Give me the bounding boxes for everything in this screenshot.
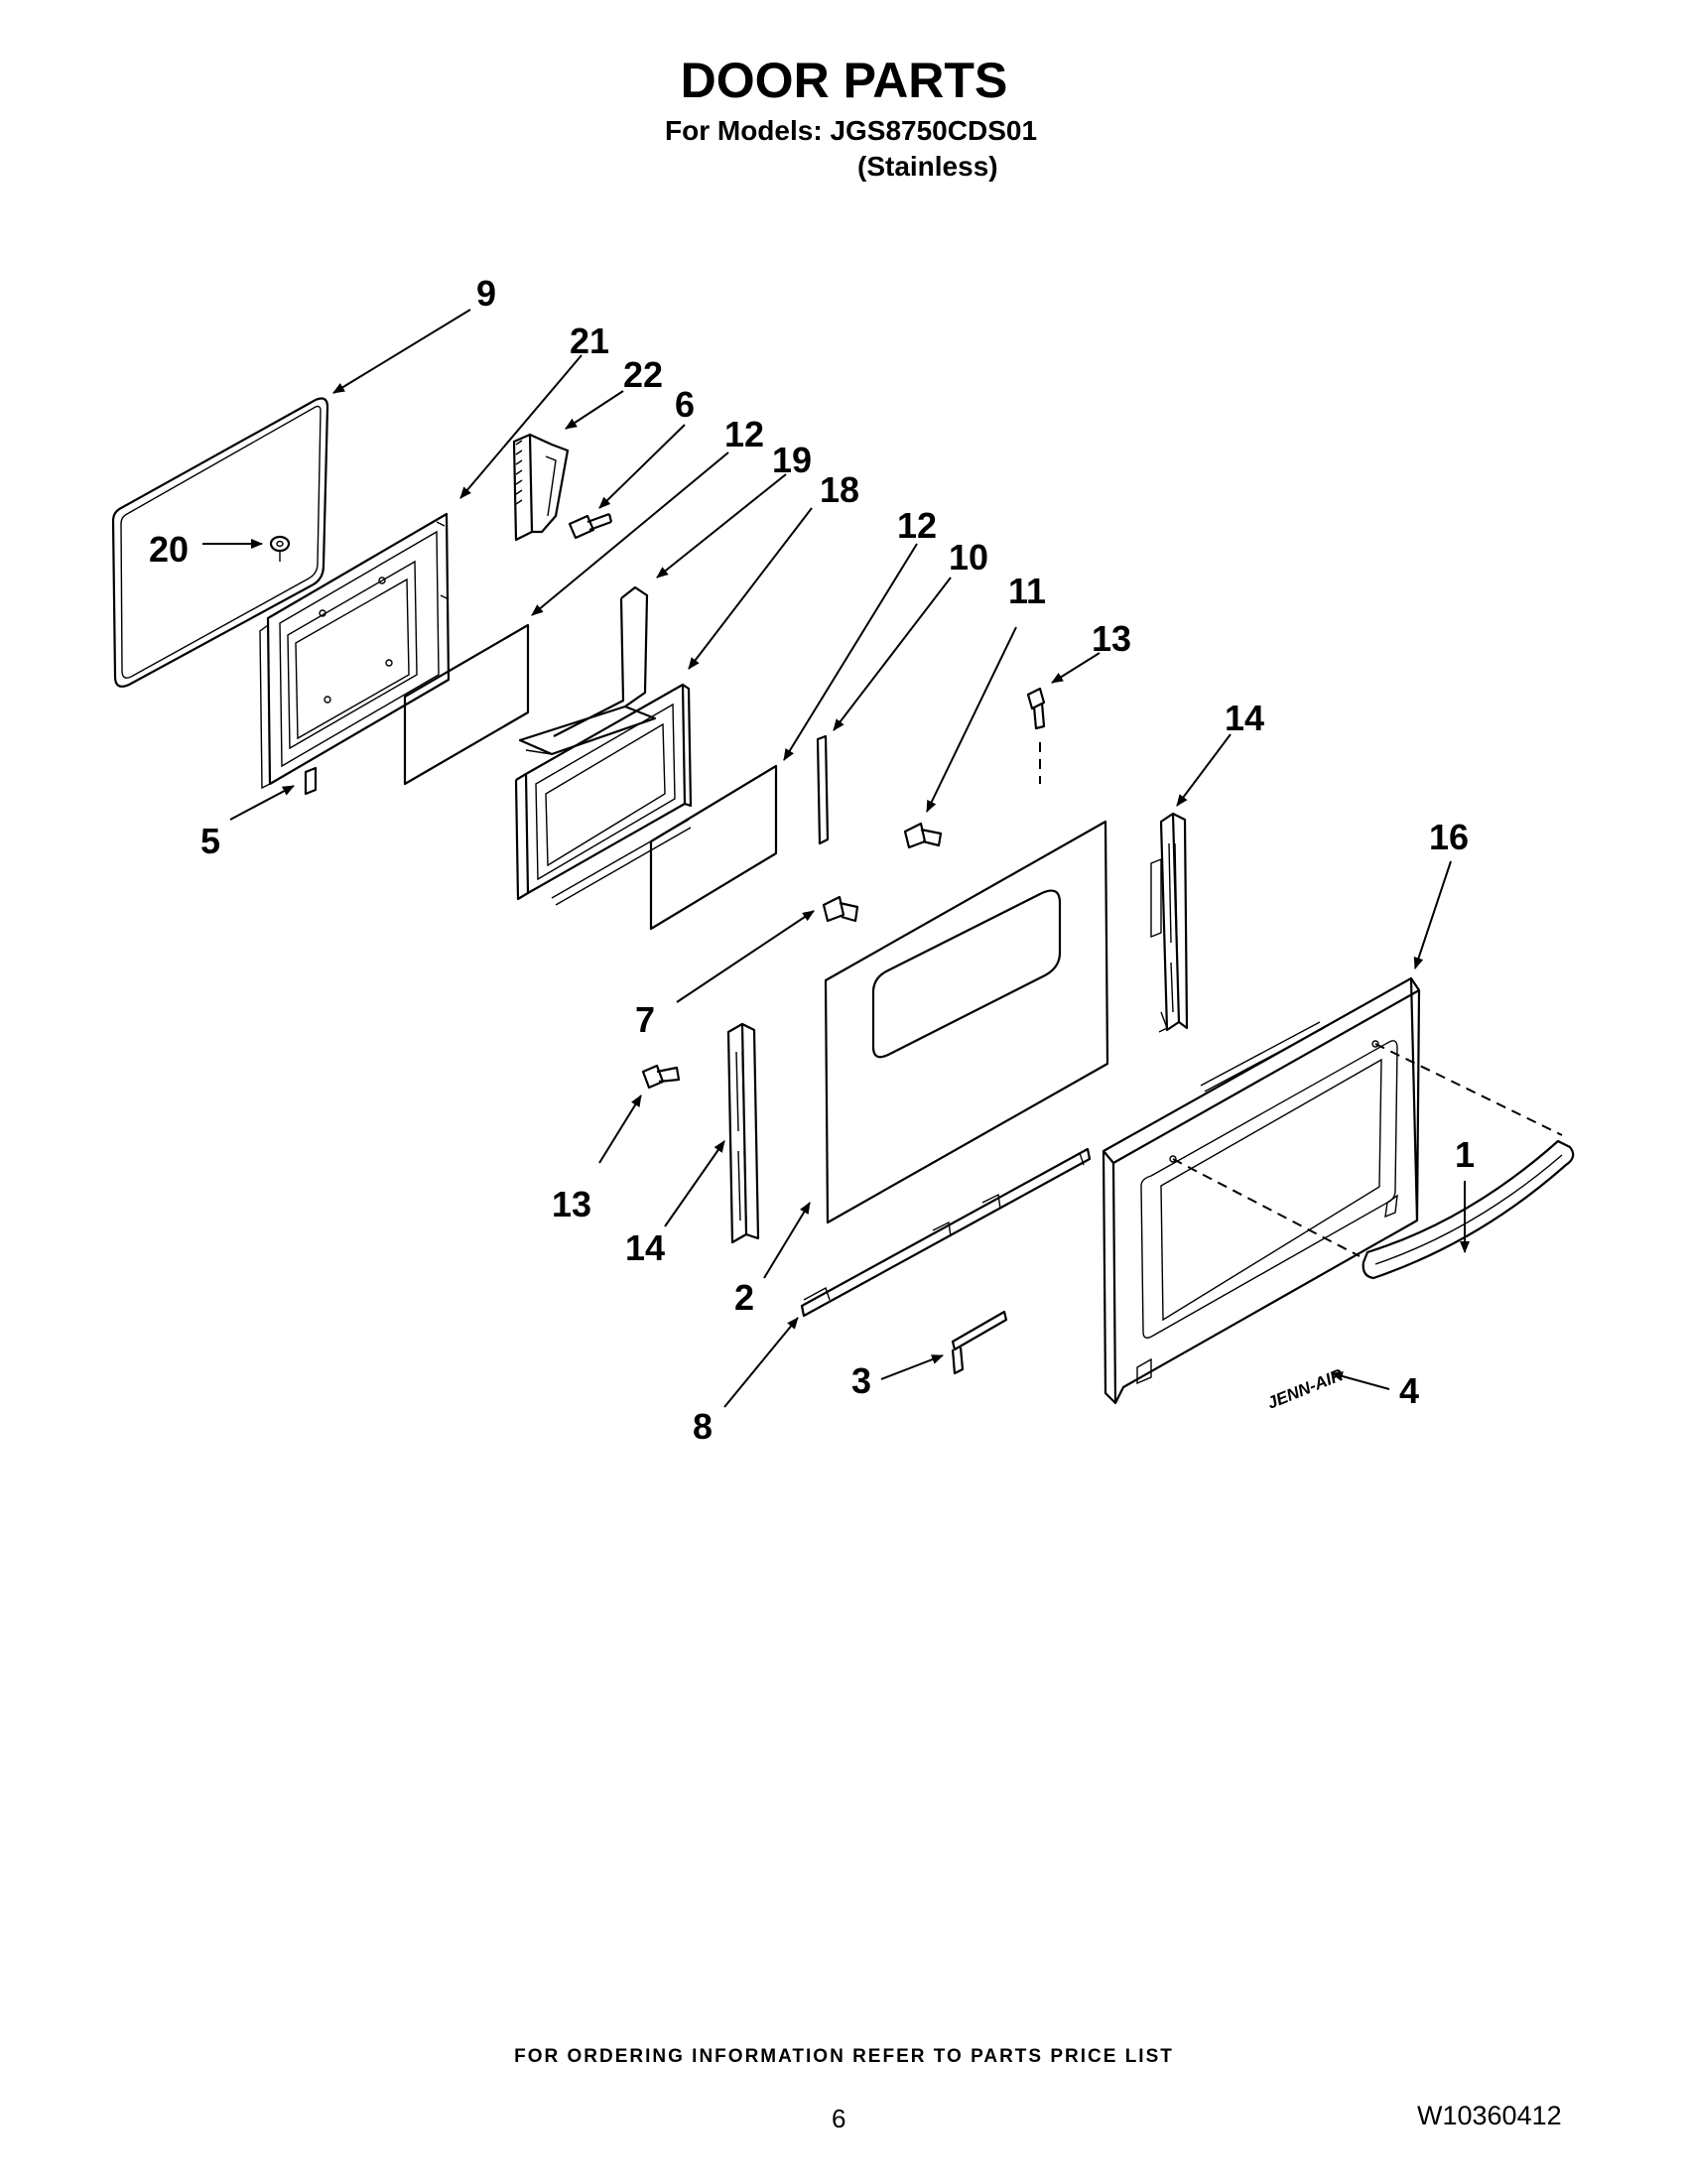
callout-10: 10 — [949, 537, 988, 578]
part-12-glass-panel-lower — [649, 764, 778, 931]
part-2-door-glass — [824, 820, 1109, 1224]
part-11-screw — [903, 822, 943, 849]
models-line: For Models: JGS8750CDS01 — [665, 115, 1038, 146]
leader-arrows — [202, 309, 1470, 1408]
part-1-door-handle — [1362, 1139, 1575, 1280]
leader-4 — [1331, 1371, 1390, 1390]
leader-3 — [880, 1354, 944, 1380]
leader-10 — [833, 577, 952, 731]
part-21-inner-door-liner — [259, 512, 451, 790]
callout-22: 22 — [623, 354, 663, 395]
leader-2 — [763, 1202, 811, 1279]
leader-13b — [598, 1094, 642, 1164]
leader-18 — [688, 507, 813, 670]
variant-label: (Stainless) — [857, 151, 998, 182]
callout-5: 5 — [200, 821, 220, 861]
leader-12a — [531, 451, 729, 616]
part-9-door-gasket — [111, 397, 329, 688]
nameplate-logo-text: JENN-AIR — [1264, 1365, 1346, 1413]
callout-3: 3 — [851, 1360, 871, 1401]
part-10-spacer-strip — [816, 734, 830, 845]
part-22-hinge-receptacle — [512, 433, 570, 542]
handle-alignment-line-lower — [1172, 1158, 1361, 1257]
part-6-screw — [568, 512, 613, 540]
part-13-screw-lower — [641, 1064, 681, 1090]
handle-alignment-line-upper — [1374, 1043, 1563, 1136]
callout-6: 6 — [675, 384, 695, 425]
part-18-glass-pack-frame — [514, 683, 693, 906]
callout-13-upper: 13 — [1092, 618, 1131, 659]
part-14-side-trim-right — [1150, 812, 1189, 1033]
callout-11: 11 — [1008, 571, 1046, 611]
callout-14-lower: 14 — [625, 1227, 665, 1268]
page-number: 6 — [832, 2104, 846, 2133]
callout-12-lower: 12 — [897, 505, 937, 546]
ordering-note: FOR ORDERING INFORMATION REFER TO PARTS … — [514, 2046, 1174, 2067]
leader-14b — [664, 1140, 725, 1227]
leader-12b — [783, 543, 918, 761]
callout-7: 7 — [635, 999, 655, 1040]
leader-6 — [598, 424, 686, 509]
part-13-screw-upper — [1026, 687, 1046, 784]
leader-8 — [723, 1317, 799, 1408]
leader-5 — [229, 785, 295, 821]
part-14-side-trim-left — [726, 1022, 760, 1244]
part-7-screw — [822, 895, 859, 923]
callout-20: 20 — [149, 529, 189, 570]
callout-2: 2 — [734, 1277, 754, 1318]
callout-8: 8 — [693, 1406, 713, 1447]
callout-1: 1 — [1455, 1134, 1475, 1175]
callout-21: 21 — [570, 321, 609, 361]
callout-4: 4 — [1399, 1370, 1419, 1411]
leader-16 — [1413, 860, 1452, 969]
callout-18: 18 — [820, 469, 859, 510]
page-title: DOOR PARTS — [680, 53, 1008, 108]
part-12-glass-panel-upper — [403, 623, 530, 786]
part-20-bumper — [269, 535, 291, 562]
leader-21 — [459, 354, 583, 499]
part-16-outer-door-panel — [1102, 976, 1421, 1405]
callout-9: 9 — [476, 273, 496, 314]
callout-16: 16 — [1429, 817, 1469, 857]
leader-9 — [332, 309, 471, 394]
callout-12-upper: 12 — [724, 414, 764, 454]
leader-19 — [656, 473, 787, 578]
leader-7 — [676, 910, 815, 1003]
part-4-nameplate: JENN-AIR — [1264, 1365, 1346, 1413]
callout-labels: 9 21 22 6 12 19 18 20 5 12 10 11 13 14 1… — [149, 273, 1475, 1447]
callout-19: 19 — [772, 440, 812, 480]
document-number: W10360412 — [1417, 2101, 1562, 2130]
leader-13a — [1051, 652, 1101, 684]
leader-22 — [565, 390, 624, 430]
part-8-bottom-trim — [800, 1147, 1092, 1318]
callout-14-upper: 14 — [1225, 698, 1264, 738]
leader-14a — [1176, 733, 1232, 807]
callout-13-lower: 13 — [552, 1184, 591, 1224]
part-5-clip — [304, 766, 318, 796]
part-3-bracket — [951, 1310, 1008, 1375]
leader-11 — [926, 626, 1017, 813]
part-19-insulation — [518, 585, 657, 756]
